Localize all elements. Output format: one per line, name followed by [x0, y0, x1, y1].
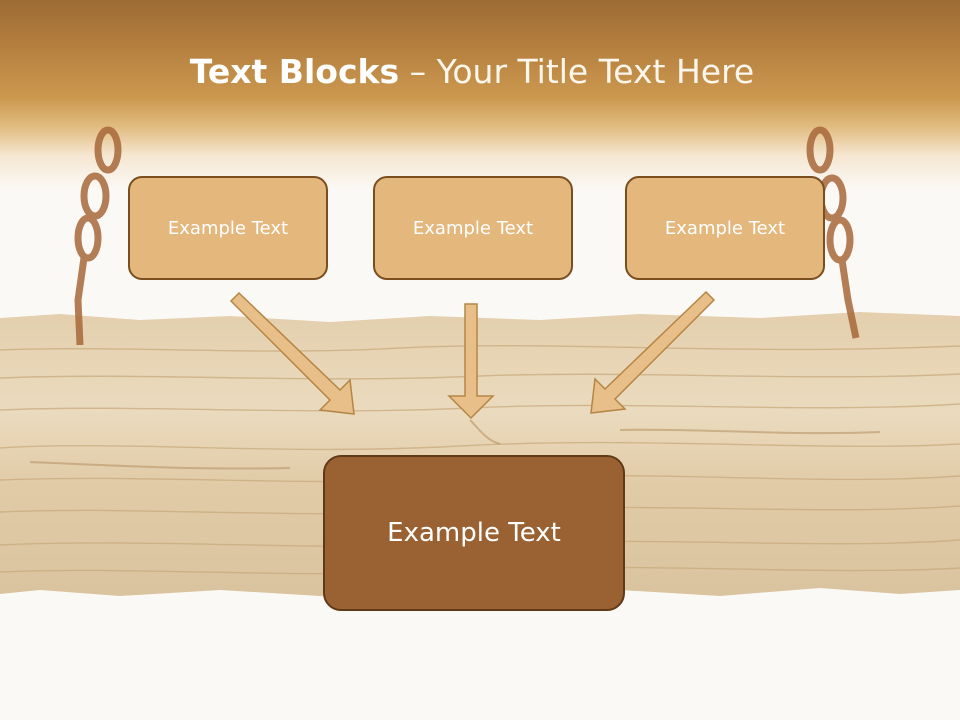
text-block-right[interactable]: Example Text: [625, 176, 825, 280]
text-block-center-label: Example Text: [412, 217, 534, 239]
text-block-left[interactable]: Example Text: [128, 176, 328, 280]
text-block-left-label: Example Text: [167, 217, 289, 239]
text-block-main-label: Example Text: [387, 518, 561, 548]
text-block-center[interactable]: Example Text: [373, 176, 573, 280]
title-bold-part: Text Blocks: [189, 52, 400, 91]
slide-title: Text Blocks – Your Title Text Here: [0, 52, 944, 91]
title-rest: Your Title Text Here: [436, 52, 755, 91]
title-separator: –: [399, 52, 437, 91]
header-band: [0, 0, 960, 190]
text-block-right-label: Example Text: [664, 217, 786, 239]
text-block-main[interactable]: Example Text: [323, 455, 625, 611]
